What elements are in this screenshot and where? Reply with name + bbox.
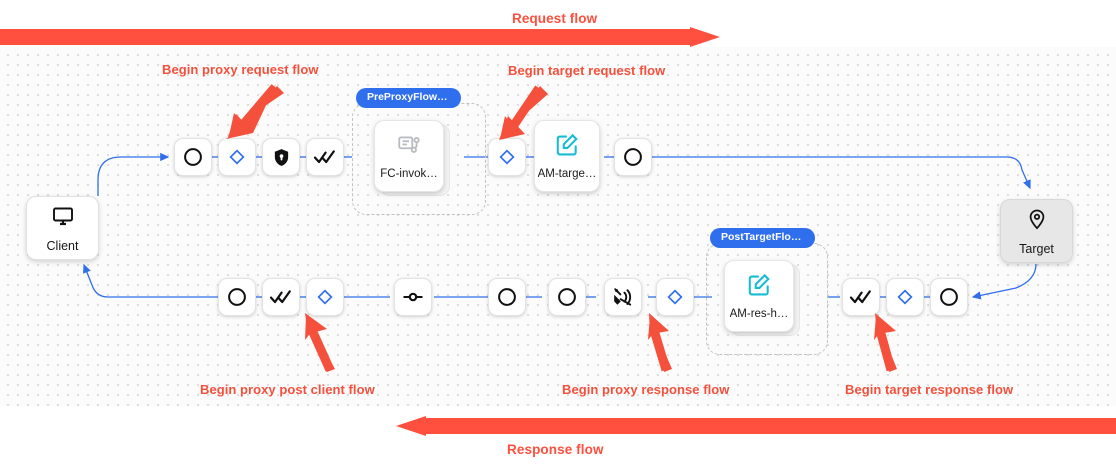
satellite-broadcast-icon: [614, 288, 632, 306]
shield-keyhole-icon: [274, 148, 288, 166]
response-flow-banner: [0, 416, 1116, 436]
circle-outline-icon: [558, 288, 576, 306]
card-fc-invoke-label: FC-invok…: [380, 168, 438, 180]
node-rs-target-response-flow[interactable]: [886, 278, 924, 316]
annotation-proxy-response-flow: Begin proxy response flow: [562, 382, 730, 397]
card-am-res-header[interactable]: AM-res-h…: [724, 260, 794, 332]
annotation-target-request-flow: Begin target request flow: [508, 63, 666, 78]
response-flow-arrow: [396, 416, 1116, 436]
annotation-proxy-post-client-flow: Begin proxy post client flow: [200, 382, 375, 397]
node-rs-post-client-start[interactable]: [218, 278, 256, 316]
circle-outline-icon: [498, 288, 516, 306]
card-am-target-label: AM-targe…: [537, 168, 597, 180]
card-am-res-header-label: AM-res-h…: [729, 308, 789, 320]
node-rs-node-b[interactable]: [548, 278, 586, 316]
card-am-target[interactable]: AM-targe…: [534, 120, 600, 192]
flow-canvas[interactable]: [0, 47, 1116, 406]
node-rq-verify[interactable]: [306, 138, 344, 176]
location-pin-icon: [1026, 207, 1048, 236]
endpoint-target-label: Target: [1019, 241, 1054, 256]
node-rq-target-request-flow[interactable]: [488, 138, 526, 176]
node-rs-proxy-response-flow[interactable]: [656, 278, 694, 316]
node-rq-proxy-request-flow[interactable]: [218, 138, 256, 176]
card-fc-invoke[interactable]: FC-invok…: [374, 120, 444, 192]
group-preproxyflowhook-label[interactable]: PreProxyFlowH…: [356, 88, 461, 109]
blue-diamond-icon: [667, 289, 683, 305]
node-rq-security[interactable]: [262, 138, 300, 176]
blue-diamond-icon: [499, 149, 515, 165]
node-rq-end[interactable]: [614, 138, 652, 176]
node-rs-target-end[interactable]: [930, 278, 968, 316]
double-check-icon: [849, 290, 871, 304]
terminate-node-icon: [403, 292, 423, 302]
endpoint-client[interactable]: Client: [26, 196, 99, 260]
assign-message-icon: [746, 272, 772, 303]
node-rs-target-verify[interactable]: [842, 278, 880, 316]
annotation-target-response-flow: Begin target response flow: [845, 382, 1014, 397]
assign-message-icon: [554, 132, 580, 163]
node-rs-proxy-post-client-flow[interactable]: [306, 278, 344, 316]
endpoint-client-label: Client: [46, 238, 79, 253]
circle-outline-icon: [184, 148, 202, 166]
endpoint-target[interactable]: Target: [1000, 199, 1073, 263]
node-rs-post-client-verify[interactable]: [262, 278, 300, 316]
request-flow-label: Request flow: [512, 11, 598, 26]
blue-diamond-icon: [897, 289, 913, 305]
monitor-icon: [51, 204, 75, 233]
double-check-icon: [269, 290, 291, 304]
circle-outline-icon: [624, 148, 642, 166]
node-rs-node-a[interactable]: [488, 278, 526, 316]
blue-diamond-icon: [317, 289, 333, 305]
request-flow-arrow: [0, 27, 720, 47]
annotation-proxy-request-flow: Begin proxy request flow: [162, 62, 319, 77]
response-flow-label: Response flow: [507, 442, 604, 457]
flow-callout-icon: [396, 132, 422, 163]
double-check-icon: [313, 150, 335, 164]
request-flow-banner: [0, 27, 1116, 47]
node-rs-broadcast[interactable]: [604, 278, 642, 316]
blue-diamond-icon: [229, 149, 245, 165]
circle-outline-icon: [940, 288, 958, 306]
circle-outline-icon: [228, 288, 246, 306]
group-posttargetflow-label[interactable]: PostTargetFlow…: [710, 228, 815, 249]
node-rq-start[interactable]: [174, 138, 212, 176]
node-rs-terminate[interactable]: [394, 278, 432, 316]
